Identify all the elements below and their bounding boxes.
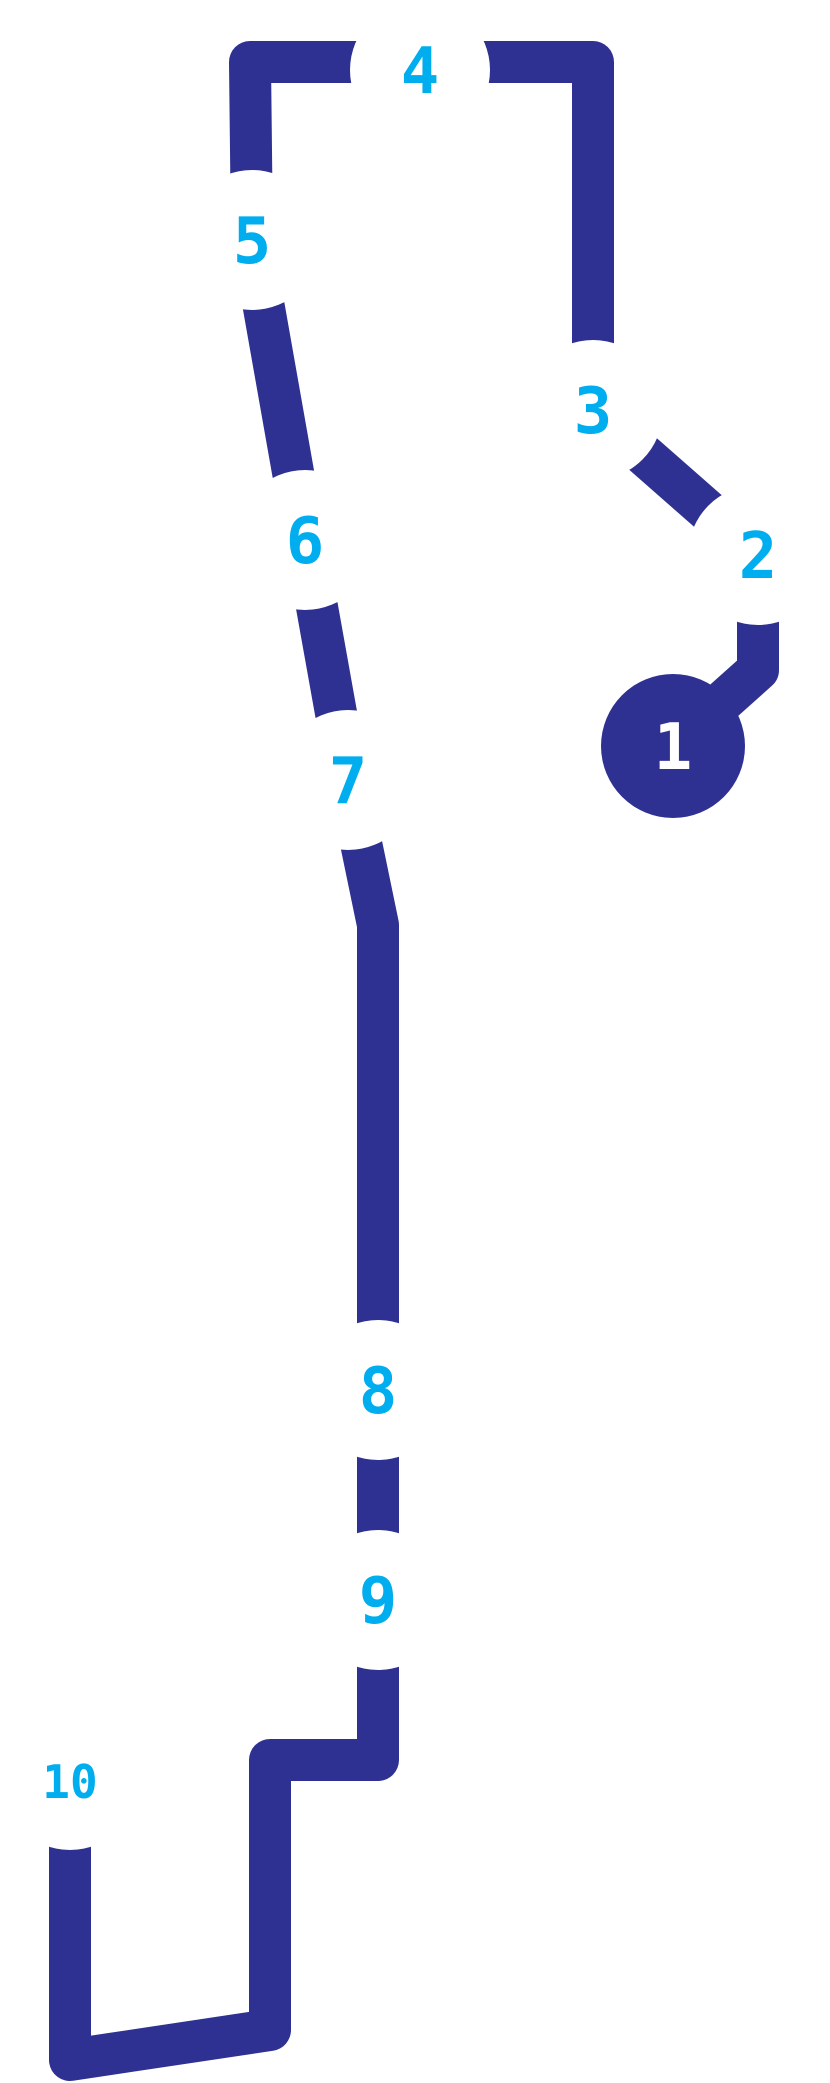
stop-node-label: 8 — [359, 1355, 398, 1429]
stop-node-label: 4 — [401, 35, 440, 109]
stop-node-7: 7 — [278, 710, 418, 850]
stop-node-10: 10 — [0, 1710, 140, 1850]
route-nodes: 1 2 3 4 5 6 7 8 9 10 — [0, 0, 828, 1850]
stop-node-label: 6 — [286, 505, 325, 579]
stop-node-4: 4 — [350, 0, 490, 140]
stop-node-5: 5 — [182, 170, 322, 310]
stop-node-circle — [350, 0, 490, 140]
stop-node-label: 3 — [574, 375, 613, 449]
stop-node-label: 9 — [359, 1565, 398, 1639]
stop-node-label: 2 — [739, 520, 778, 594]
start-node-label: 1 — [654, 711, 693, 785]
stop-node-circle — [308, 1530, 448, 1670]
stop-node-circle — [688, 485, 828, 625]
stop-node-circle — [182, 170, 322, 310]
stop-node-2: 2 — [688, 485, 828, 625]
stop-node-8: 8 — [308, 1320, 448, 1460]
stop-node-circle — [308, 1320, 448, 1460]
stop-node-3: 3 — [523, 340, 663, 480]
start-node: 1 — [601, 674, 745, 818]
stop-node-9: 9 — [308, 1530, 448, 1670]
stop-node-circle — [523, 340, 663, 480]
stop-node-circle — [0, 1710, 140, 1850]
stop-node-6: 6 — [235, 470, 375, 610]
stop-node-circle — [278, 710, 418, 850]
stop-node-circle — [235, 470, 375, 610]
stop-node-label: 10 — [42, 1755, 97, 1809]
start-node-circle — [601, 674, 745, 818]
segment-9-10 — [49, 1579, 399, 2081]
stop-node-label: 7 — [329, 745, 368, 819]
stop-node-label: 5 — [233, 205, 272, 279]
